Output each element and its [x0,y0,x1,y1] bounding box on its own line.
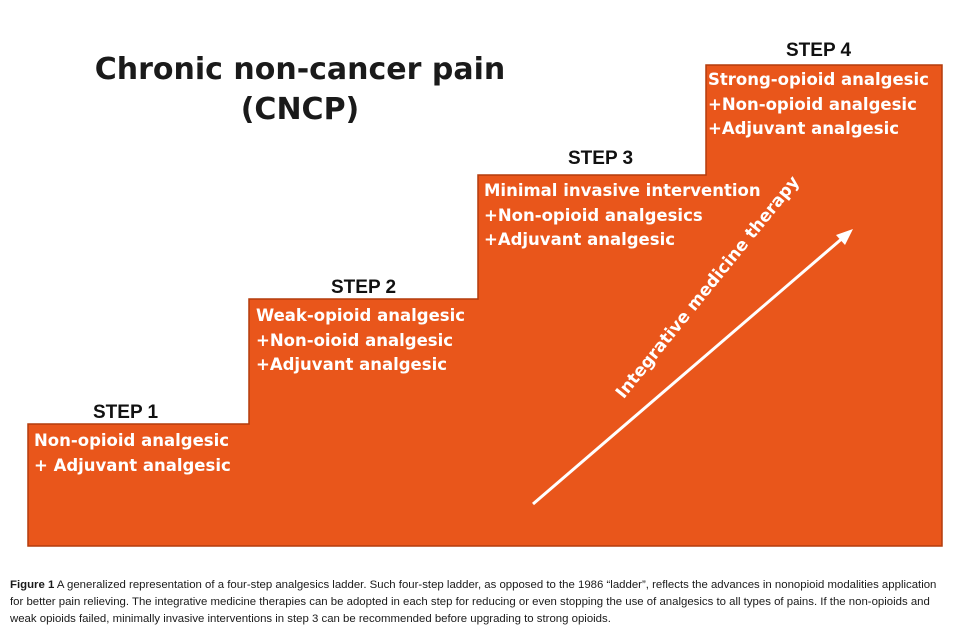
step-4-label: STEP 4 [786,40,852,61]
step-3-line: Minimal invasive intervention [484,181,761,200]
step-3-label: STEP 3 [568,148,634,169]
step-1-line: + Adjuvant analgesic [34,455,231,475]
diagram-title-abbreviation: (CNCP) [240,92,360,127]
figure-caption: Figure 1 A generalized representation of… [10,577,950,628]
step-3-line: +Adjuvant analgesic [484,230,676,249]
step-4-line: Strong-opioid analgesic [708,70,929,89]
step-2-line: +Adjuvant analgesic [256,355,448,374]
step-4-contents: Strong-opioid analgesic +Non-opioid anal… [708,68,929,142]
step-2-line: Weak-opioid analgesic [256,306,466,325]
step-1-label: STEP 1 [93,402,159,423]
step-1-line: Non-opioid analgesic [34,431,230,450]
step-2-contents: Weak-opioid analgesic +Non-oioid analges… [256,304,465,378]
therapy-arrow-head [836,229,853,245]
step-3-line: +Non-opioid analgesics [484,205,703,225]
step-2-label: STEP 2 [331,277,397,298]
step-3-contents: Minimal invasive intervention +Non-opioi… [484,179,761,253]
therapy-arrow-shaft [532,234,846,506]
caption-text: A generalized representation of a four-s… [10,579,937,625]
step-4-line: +Adjuvant analgesic [708,119,900,138]
diagram-title: Chronic non-cancer pain [94,52,506,87]
step-4-line: +Non-opioid analgesic [708,94,917,114]
step-1-contents: Non-opioid analgesic + Adjuvant analgesi… [34,429,231,478]
step-2-line: +Non-oioid analgesic [256,330,454,350]
caption-prefix: Figure 1 [10,579,55,591]
staircase-shape [27,64,943,547]
